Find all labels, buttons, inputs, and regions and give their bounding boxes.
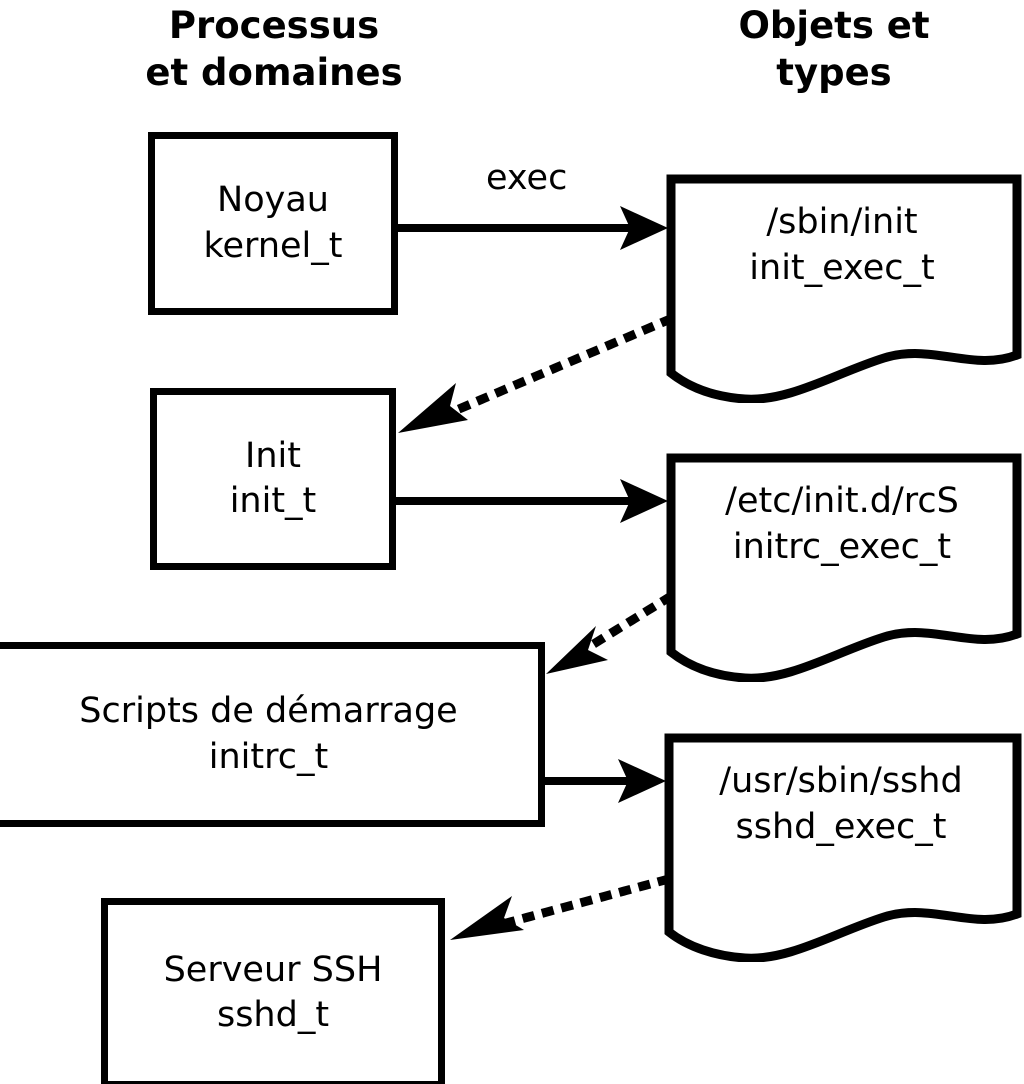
process-name-sshd: Serveur SSH — [163, 949, 383, 990]
column-header-objects: Objets et types — [738, 4, 930, 95]
edge-exec-kernel-to-init-exec — [398, 206, 668, 250]
column-header-processes: Processus et domaines — [145, 4, 403, 95]
object-doc-init-exec[interactable] — [660, 168, 1024, 403]
process-type-init: init_t — [229, 481, 317, 521]
object-doc-sshd-exec[interactable] — [658, 727, 1024, 962]
edge-transition-initrc-exec-to-initrc — [546, 591, 675, 674]
process-name-init: Init — [245, 435, 301, 476]
object-doc-initrc-exec[interactable] — [660, 447, 1024, 682]
edge-label-exec: exec — [486, 158, 568, 198]
process-type-sshd: sshd_t — [216, 995, 330, 1035]
edge-transition-sshd-exec-to-sshd — [450, 874, 671, 940]
process-name-kernel: Noyau — [217, 180, 329, 220]
process-name-initrc: Scripts de démarrage — [79, 691, 458, 731]
edge-exec-init-to-initrc-exec — [396, 479, 668, 523]
process-box-initrc[interactable]: Scripts de démarrage initrc_t — [0, 642, 545, 827]
edge-transition-init-exec-to-init — [398, 314, 674, 433]
process-box-init[interactable]: Init init_t — [150, 388, 396, 570]
process-type-kernel: kernel_t — [203, 225, 343, 266]
process-type-initrc: initrc_t — [208, 736, 329, 777]
process-box-sshd[interactable]: Serveur SSH sshd_t — [101, 898, 445, 1084]
process-box-kernel[interactable]: Noyau kernel_t — [148, 132, 398, 315]
edge-exec-initrc-to-sshd-exec — [545, 759, 666, 803]
